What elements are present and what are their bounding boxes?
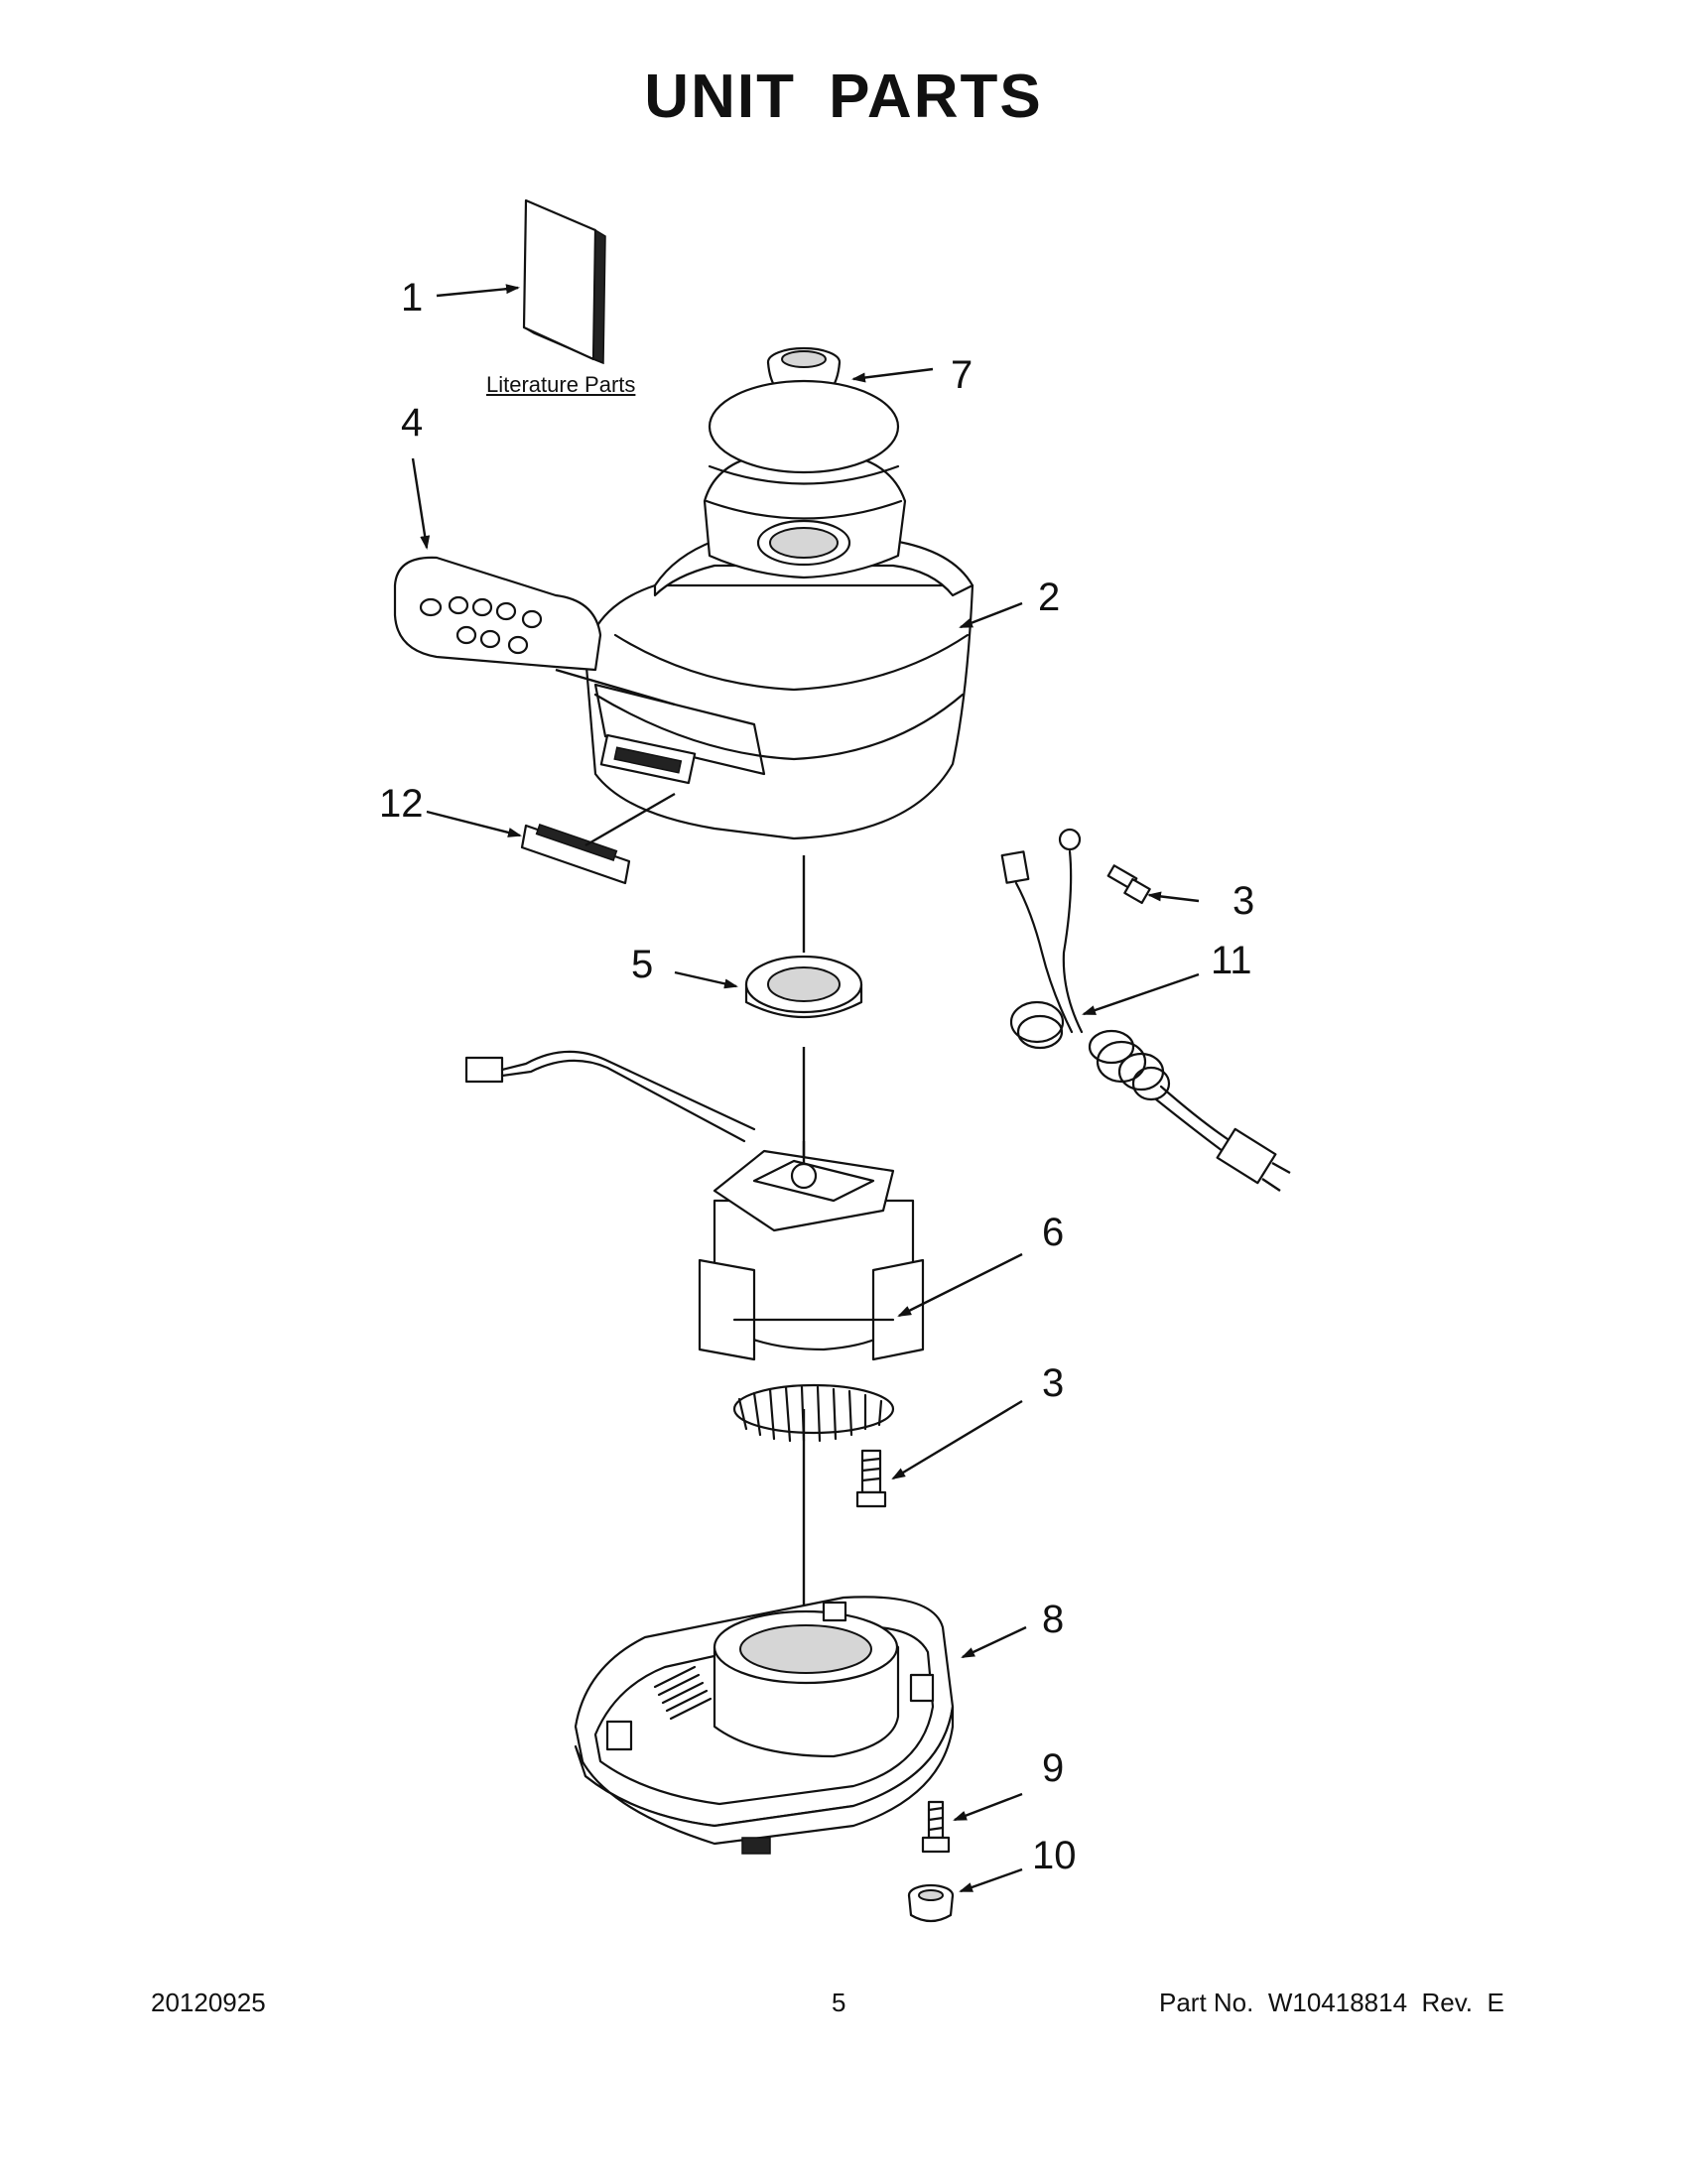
- literature-parts-label: Literature Parts: [486, 372, 636, 397]
- power-cord-part: [1000, 828, 1291, 1192]
- foot-screw-part: [921, 1800, 951, 1854]
- base-plate-part: [574, 1596, 955, 1855]
- ground-screw-upper-part: [1106, 864, 1151, 905]
- page-title: UNIT PARTS: [644, 63, 1043, 131]
- callout-12: 12: [379, 782, 424, 826]
- footer-date: 20120925: [151, 1988, 266, 2017]
- callout-3-lower: 3: [1042, 1361, 1065, 1405]
- callout-9: 9: [1042, 1746, 1065, 1790]
- foot-part: [907, 1883, 955, 1923]
- literature-booklet-part: [522, 198, 606, 365]
- callout-3-upper: 3: [1233, 879, 1255, 923]
- callout-leaders: [411, 284, 1200, 1893]
- seal-ring-part: [744, 955, 863, 1019]
- callout-11: 11: [1211, 939, 1252, 982]
- callout-8: 8: [1042, 1598, 1065, 1641]
- callout-10: 10: [1032, 1834, 1077, 1877]
- footer-part-number: Part No. W10418814 Rev. E: [1159, 1988, 1504, 2017]
- footer-page-number: 5: [832, 1988, 846, 2017]
- callout-4: 4: [401, 401, 424, 445]
- base-housing-part: [584, 379, 974, 840]
- motor-screw-part: [855, 1449, 887, 1508]
- callout-6: 6: [1042, 1211, 1065, 1254]
- control-panel-part: [393, 556, 676, 707]
- motor-assembly-part: [464, 1050, 925, 1443]
- callout-5: 5: [631, 943, 654, 986]
- callout-1: 1: [401, 276, 424, 320]
- callout-2: 2: [1038, 576, 1061, 619]
- nameplate-part: [520, 792, 676, 885]
- callout-7: 7: [951, 353, 973, 397]
